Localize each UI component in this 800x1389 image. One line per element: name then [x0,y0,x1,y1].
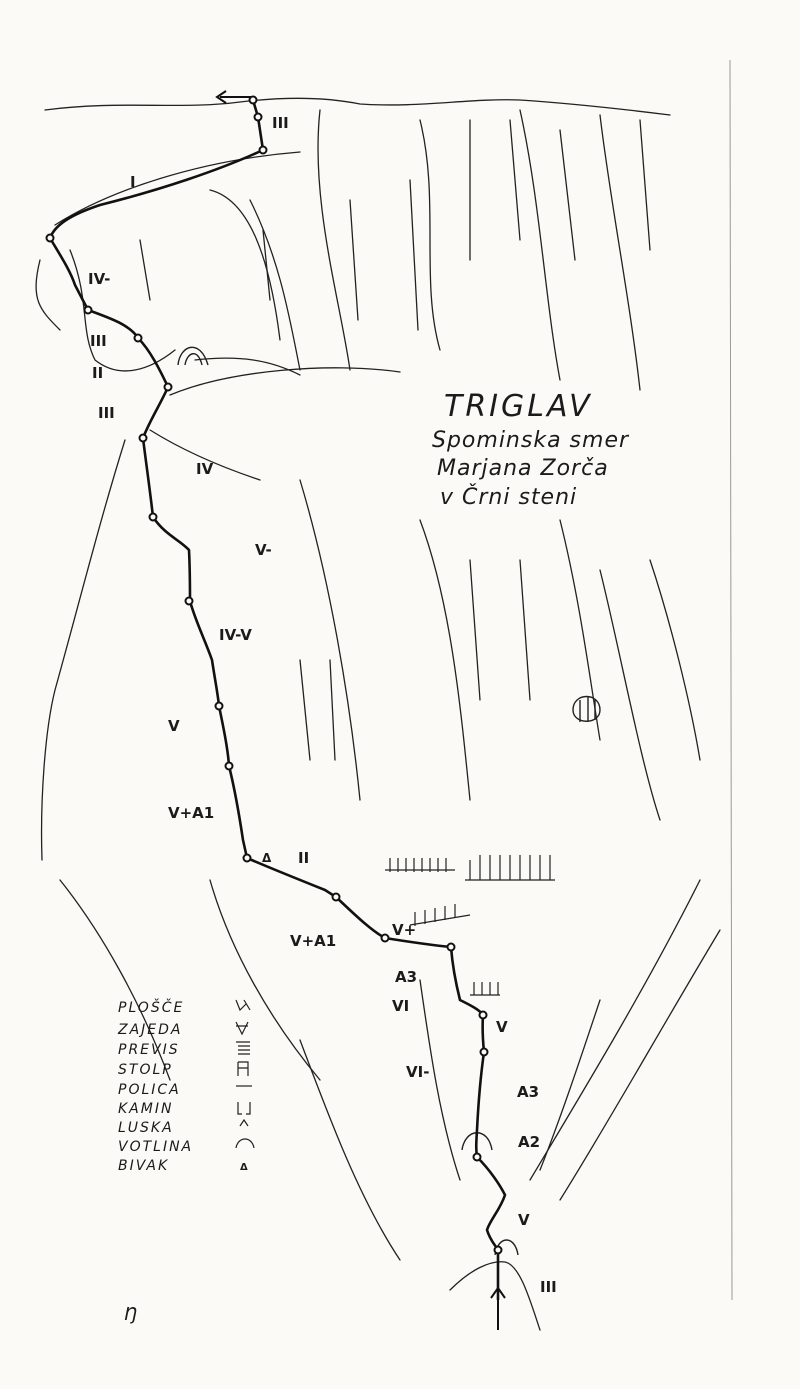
legend-item: PREVIS [118,1042,180,1058]
subtitle-line-1: Spominska smer [432,428,630,453]
grade-label: A2 [518,1133,540,1151]
grade-label: V [496,1018,508,1036]
legend: PLOŠČE ZAJEDA PREVIS STOLP POLICA KAMIN … [117,998,193,1174]
legend-item: STOLP [118,1062,173,1078]
grade-label: V [168,717,180,735]
legend-item: VOTLINA [118,1139,193,1155]
legend-item: LUSKA [118,1120,174,1136]
legend-item: PLOŠČE [118,998,184,1016]
page-edge-line [729,59,733,1301]
bivouac-symbol: Δ [240,1162,248,1173]
subtitle-line-2: Marjana Zorča [437,456,609,481]
legend-item: BIVAK [118,1158,169,1174]
grade-label: II [298,849,309,867]
subtitle-line-3: v Črni steni [440,484,577,510]
grade-label: V+A1 [168,804,214,822]
grade-label: VI [392,997,409,1015]
grade-label: IV-V [219,626,252,644]
grade-label: III [540,1278,557,1296]
grade-labels: III I IV- III II III IV V- IV-V V V+A1 I… [88,114,557,1296]
grade-label: I [130,173,136,191]
grade-label: VI- [406,1063,429,1081]
grade-label: V [518,1211,530,1229]
grade-label: A3 [395,968,417,986]
grade-label: A3 [517,1083,539,1101]
start-arrow-head [490,1286,506,1299]
grade-label: III [272,114,289,132]
overhang-hatches [385,855,555,996]
grade-label: III [90,332,107,350]
legend-symbols [235,999,255,1149]
grade-label: III [98,404,115,422]
legend-item: KAMIN [118,1101,173,1117]
grade-label: IV- [88,270,110,288]
legend-item: POLICA [118,1082,181,1098]
grade-label: IV [196,460,214,478]
grade-label: V+A1 [290,932,336,950]
title: TRIGLAV [444,389,593,424]
legend-item: ZAJEDA [117,1022,183,1038]
cave-symbols [177,346,601,1256]
bivouac-triangle: Δ [262,851,272,865]
grade-label: II [92,364,103,382]
corner-mark: Ŋ [124,1304,138,1325]
exit-arrow-head [215,90,227,104]
grade-label: V+ [392,921,416,939]
belay-stations [45,95,503,1255]
grade-label: V- [255,541,272,559]
